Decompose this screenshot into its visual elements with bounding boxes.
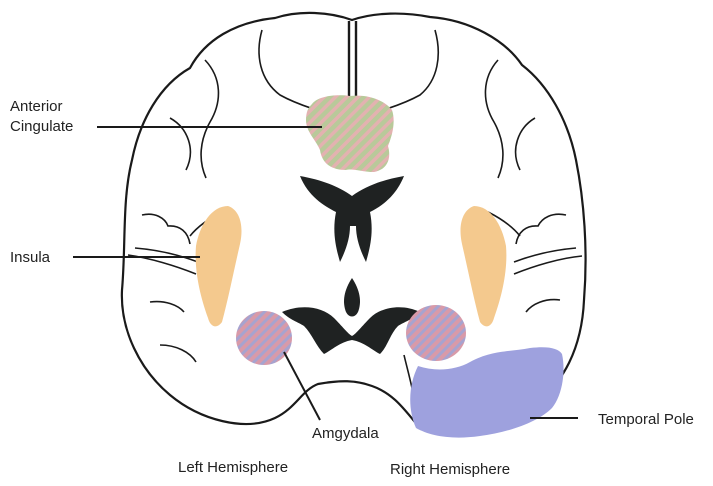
amygdala-left-region xyxy=(236,311,292,365)
left-hemisphere-label: Left Hemisphere xyxy=(178,459,288,476)
anterior-cingulate-label-line1: Anterior xyxy=(10,98,63,115)
temporal-pole-label: Temporal Pole xyxy=(598,411,694,428)
amygdala-right-region xyxy=(406,305,466,361)
right-hemisphere-label: Right Hemisphere xyxy=(390,461,510,478)
insula-label: Insula xyxy=(10,249,51,266)
amygdala-label: Amgydala xyxy=(312,425,379,442)
anterior-cingulate-label-line2: Cingulate xyxy=(10,118,73,135)
